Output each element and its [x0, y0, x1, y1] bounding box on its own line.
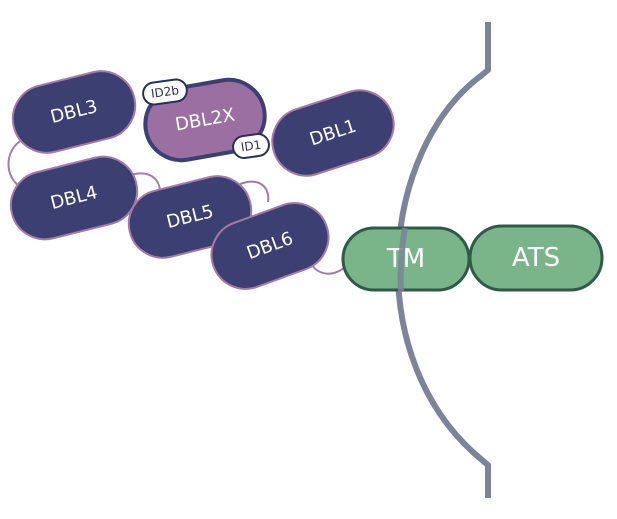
- domain-tm: TM: [341, 226, 471, 292]
- linker-dbl5-dbl6: [239, 180, 270, 203]
- cell-membrane-overlay: [397, 227, 408, 293]
- interdomain-id2b-label: ID2b: [150, 83, 180, 101]
- interdomain-id1: ID1: [232, 133, 270, 159]
- domain-dbl4: DBL4: [9, 155, 139, 241]
- domain-dbl1: DBL1: [271, 89, 395, 177]
- domain-dbl3: DBL3: [11, 70, 137, 154]
- domain-dbl6: DBL6: [210, 202, 330, 290]
- domain-tm-label: TM: [386, 244, 425, 274]
- domain-ats: ATS: [468, 224, 604, 292]
- interdomain-id2b: ID2b: [142, 78, 188, 106]
- domain-ats-label: ATS: [512, 243, 560, 273]
- interdomain-id1-label: ID1: [240, 138, 262, 155]
